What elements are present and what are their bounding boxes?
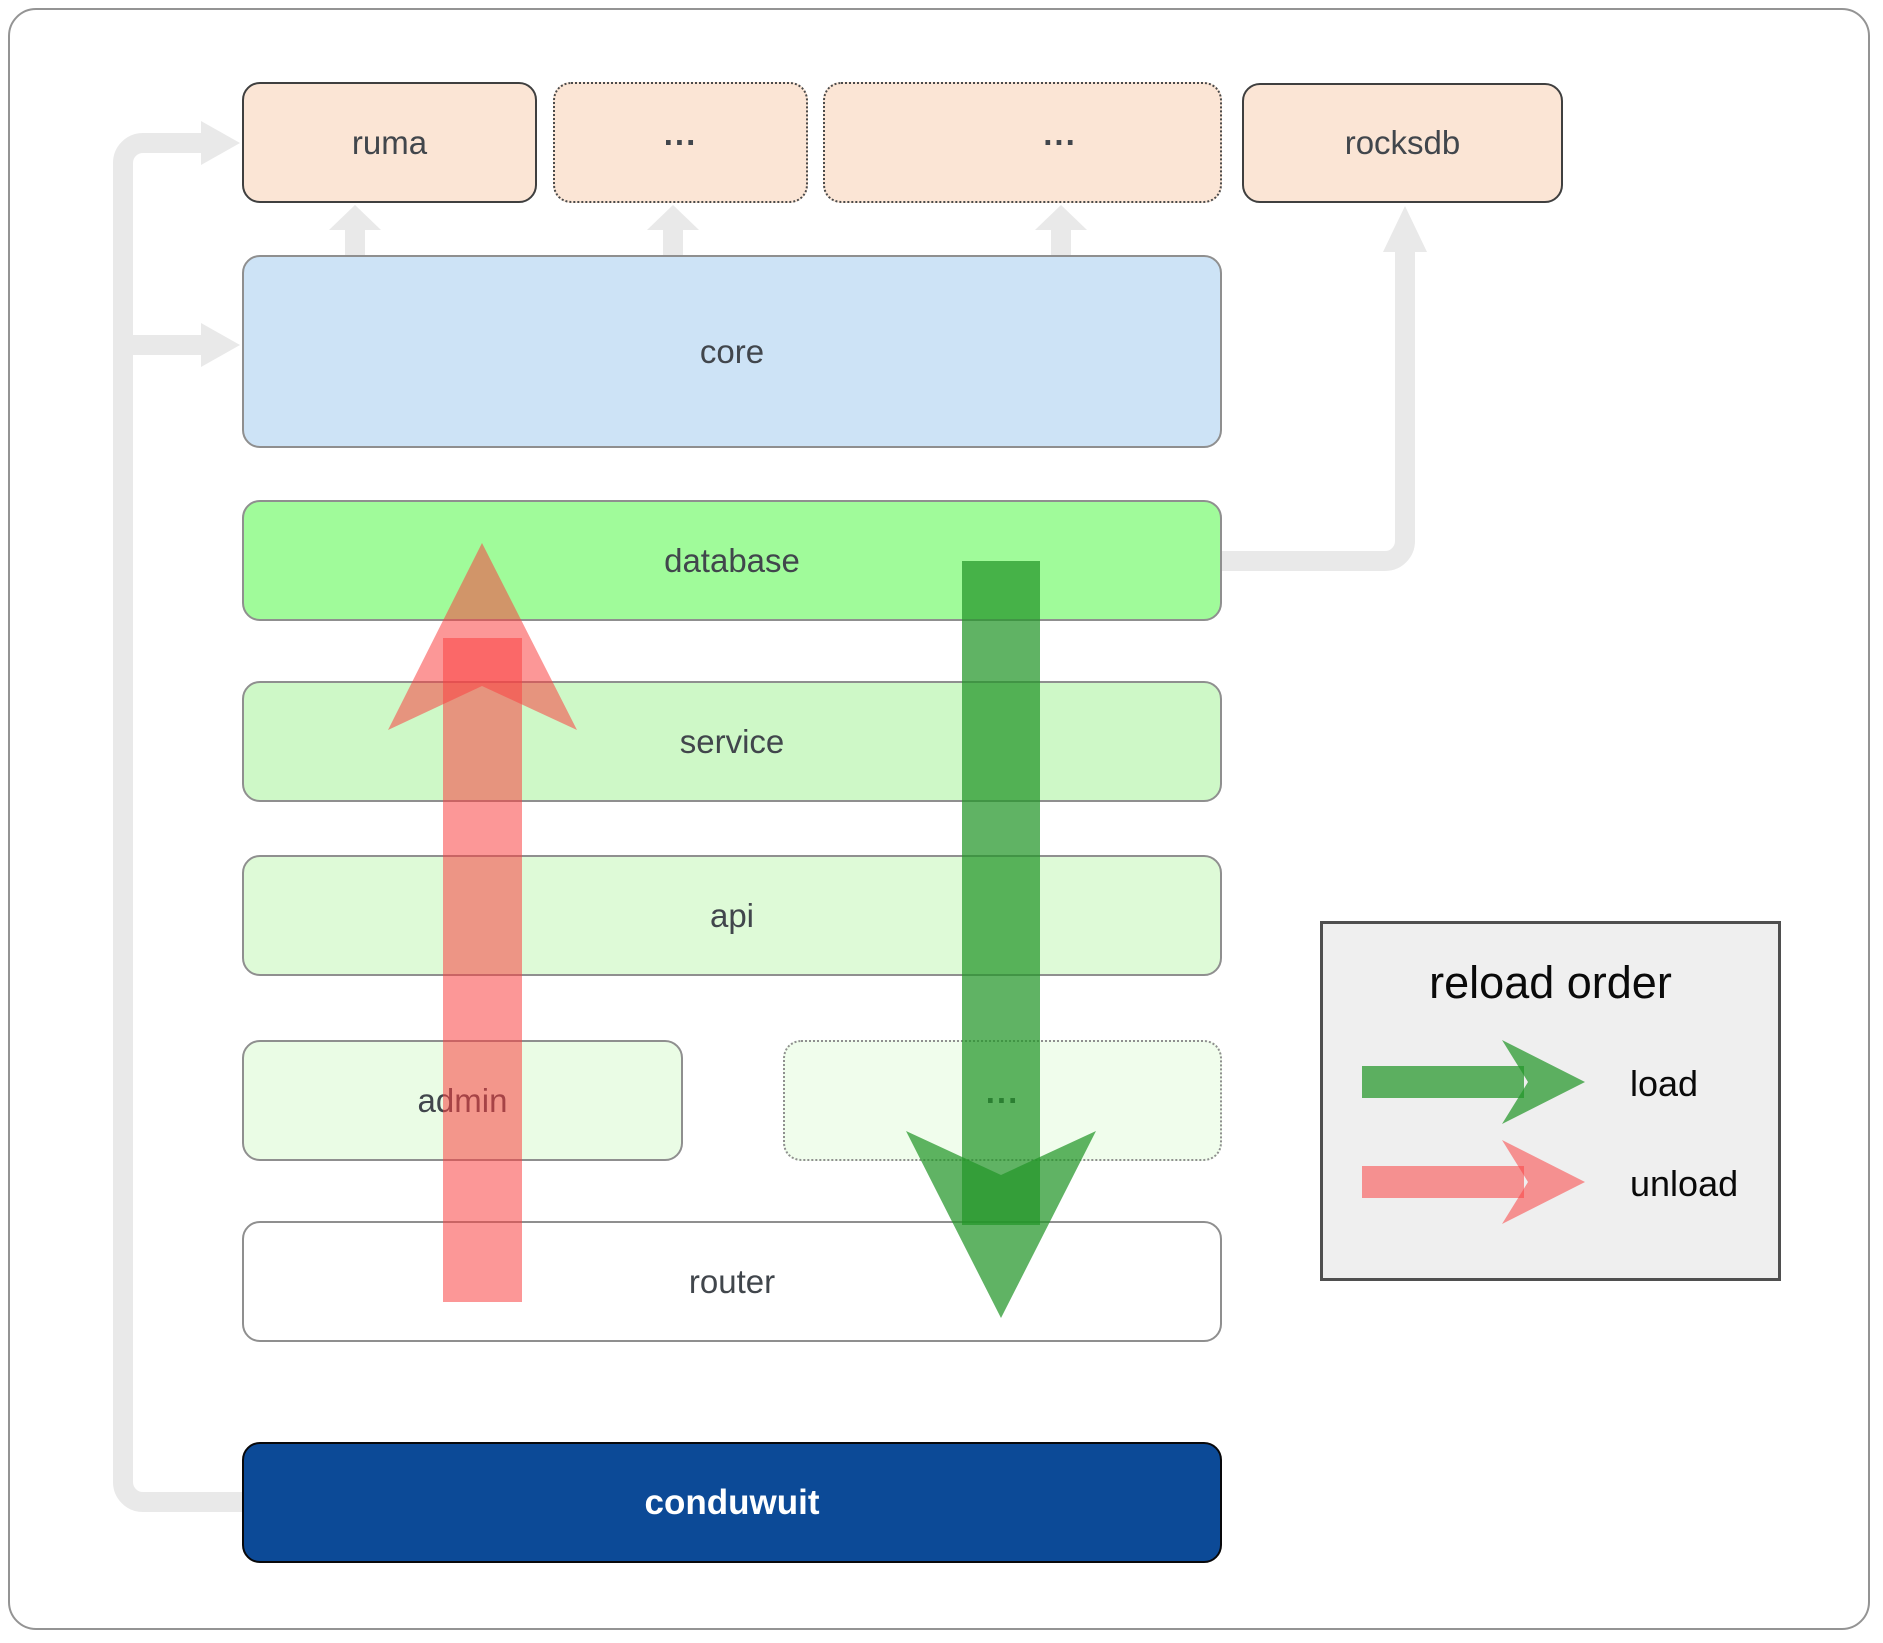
node-api: api — [242, 855, 1222, 976]
node-api-label: api — [709, 896, 755, 934]
node-rocksdb: rocksdb — [1242, 83, 1563, 203]
legend-unload-label: unload — [1630, 1163, 1739, 1204]
node-deps-more-1-label: ... — [663, 114, 698, 152]
node-conduwuit-label: conduwuit — [644, 1482, 820, 1522]
arrowhead-to-ruma-icon — [201, 121, 240, 165]
node-router: router — [242, 1221, 1222, 1342]
edge-database-to-rocksdb — [1222, 252, 1415, 571]
node-conduwuit: conduwuit — [242, 1442, 1222, 1563]
node-rocksdb-label: rocksdb — [1344, 124, 1461, 161]
node-deps-more-2: ... — [823, 82, 1222, 203]
node-database: database — [242, 500, 1222, 621]
node-crates-more-label: ... — [985, 1072, 1020, 1110]
arrowhead-to-core-icon — [201, 323, 240, 367]
node-core-label: core — [699, 332, 765, 370]
node-ruma-label: ruma — [351, 123, 428, 161]
edge-core-to-deps-more-2 — [1035, 205, 1087, 255]
node-service: service — [242, 681, 1222, 802]
diagram-frame — [8, 8, 1870, 1630]
node-router-label: router — [688, 1262, 776, 1300]
edge-core-to-deps-more-1 — [647, 205, 699, 255]
node-deps-more-1: ... — [553, 82, 808, 203]
node-service-label: service — [679, 722, 785, 760]
edge-conduwuit-to-ruma — [113, 133, 242, 1512]
node-deps-more-2-label: ... — [1043, 114, 1077, 152]
node-ruma: ruma — [242, 82, 537, 203]
node-crates-more: ... — [783, 1040, 1222, 1161]
node-database-label: database — [664, 541, 800, 579]
node-admin-label: admin — [417, 1081, 508, 1119]
legend-title: reload order — [1429, 957, 1672, 1008]
node-admin: admin — [242, 1040, 683, 1161]
legend-load-label: load — [1630, 1063, 1699, 1104]
node-core: core — [242, 255, 1222, 448]
arrowhead-to-rocksdb-icon — [1383, 206, 1427, 252]
legend: reload order load unload — [1320, 921, 1781, 1281]
edge-core-to-ruma — [329, 205, 381, 255]
